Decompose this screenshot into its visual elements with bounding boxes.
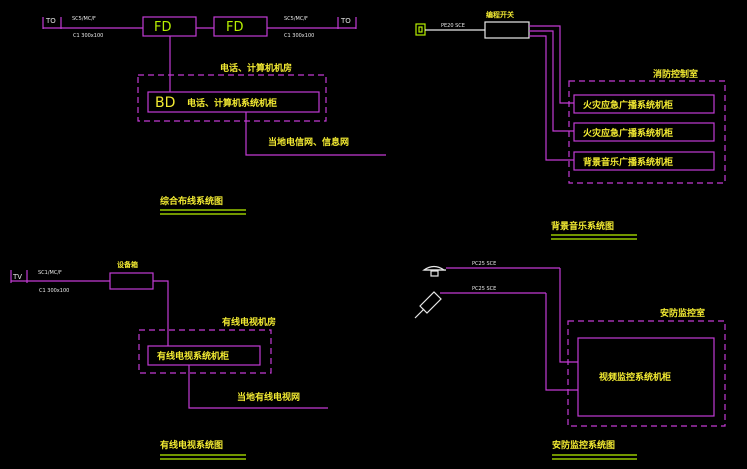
to-right-label: TO [340, 17, 351, 25]
camera-cable-2-label: PC25 SCE [472, 286, 496, 292]
speaker-icon-core [418, 26, 423, 33]
cable-tv-room-label: 有线电视机房 [222, 316, 276, 328]
cable-tv-cabinet-label: 有线电视系统机柜 [157, 350, 229, 362]
cabinet-box-1-label: 火灾应急广播系统机柜 [583, 99, 673, 111]
cable-tv-cabinet-box [147, 345, 261, 366]
amplifier-drop-line [153, 280, 169, 346]
speaker-cable-label: PE20 SCE [441, 23, 465, 29]
amplifier-box [109, 272, 154, 290]
speaker-icon [415, 23, 426, 36]
camera-line-1-drop [559, 268, 578, 363]
telecom-network-label: 当地电信网、信息网 [268, 136, 349, 148]
telecom-cabinet-label: 电话、计算机系统机柜 [187, 97, 277, 109]
box-camera-icon [414, 291, 442, 319]
tv-cable-bottom-label: C1 300x100 [39, 288, 69, 294]
security-room-label: 安防监控室 [660, 307, 705, 319]
cabinet-box-1 [573, 94, 715, 114]
bd-label: BD [155, 95, 175, 111]
video-cabinet-box [577, 337, 715, 417]
cable-right-top-label: SC5/MC/F [284, 16, 308, 22]
q3-title: 有线电视系统图 [160, 439, 223, 451]
bd-cabinet-box [147, 91, 320, 113]
cable-left-bottom-label: C1 300x100 [73, 33, 103, 39]
cable-tv-network-label: 当地有线电视网 [237, 391, 300, 403]
cabinet-box-3-label: 背景音乐广播系统机柜 [583, 156, 673, 168]
q4-title: 安防监控系统图 [552, 439, 615, 451]
q2-title: 背景音乐系统图 [551, 220, 614, 232]
cabinet-box-2 [573, 122, 715, 142]
cabinet-box-2-label: 火灾应急广播系统机柜 [583, 127, 673, 139]
background-music-diagram: PE20 SCE 编程开关 消防控制室 火灾应急广播系统机柜 火灾应急广播系统机… [415, 10, 726, 240]
tv-label: TV [12, 273, 22, 281]
cable-right-bottom-label: C1 300x100 [284, 33, 314, 39]
branch-line-1 [529, 25, 574, 104]
security-room-frame [567, 320, 726, 427]
program-switch-label: 编程开关 [486, 10, 514, 19]
video-cabinet-label: 视频监控系统机柜 [599, 371, 671, 383]
q1-title: 综合布线系统图 [160, 195, 223, 207]
fire-control-room-label: 消防控制室 [653, 68, 698, 80]
telecom-room-label: 电话、计算机机房 [220, 62, 292, 74]
cable-tv-network-line [188, 365, 328, 409]
to-left-label: TO [45, 17, 56, 25]
amplifier-label: 设备箱 [117, 260, 138, 269]
branch-line-2 [529, 30, 574, 132]
cable-left-top-label: SC5/MC/F [72, 16, 96, 22]
cabinet-box-3 [573, 151, 715, 171]
telecom-room-frame [137, 74, 327, 122]
branch-line-3 [529, 35, 574, 161]
cable-tv-room-frame [138, 329, 272, 374]
fd-box-1-label: FD [154, 20, 172, 35]
camera-line-2-drop [545, 293, 578, 391]
tv-cable-top-label: SC1/MC/F [38, 270, 62, 276]
fire-control-room-frame [568, 80, 726, 184]
security-monitoring-diagram: PC25 SCE PC25 SCE 安防监控室 视频监控系统机柜 安防监控系统图 [414, 261, 726, 460]
fd-box-2 [213, 16, 268, 37]
cable-tv-diagram: TV SC1/MC/F C1 300x100 设备箱 有线电视机房 有线电视系统… [10, 260, 328, 460]
dome-camera-icon [422, 265, 446, 277]
program-switch-box [484, 21, 530, 39]
camera-cable-1-label: PC25 SCE [472, 261, 496, 267]
structured-cabling-diagram: TO SC5/MC/F C1 300x100 FD FD SC5/MC/F C1… [42, 16, 386, 215]
telecom-network-line [245, 112, 386, 156]
fd-box-2-label: FD [226, 20, 244, 35]
